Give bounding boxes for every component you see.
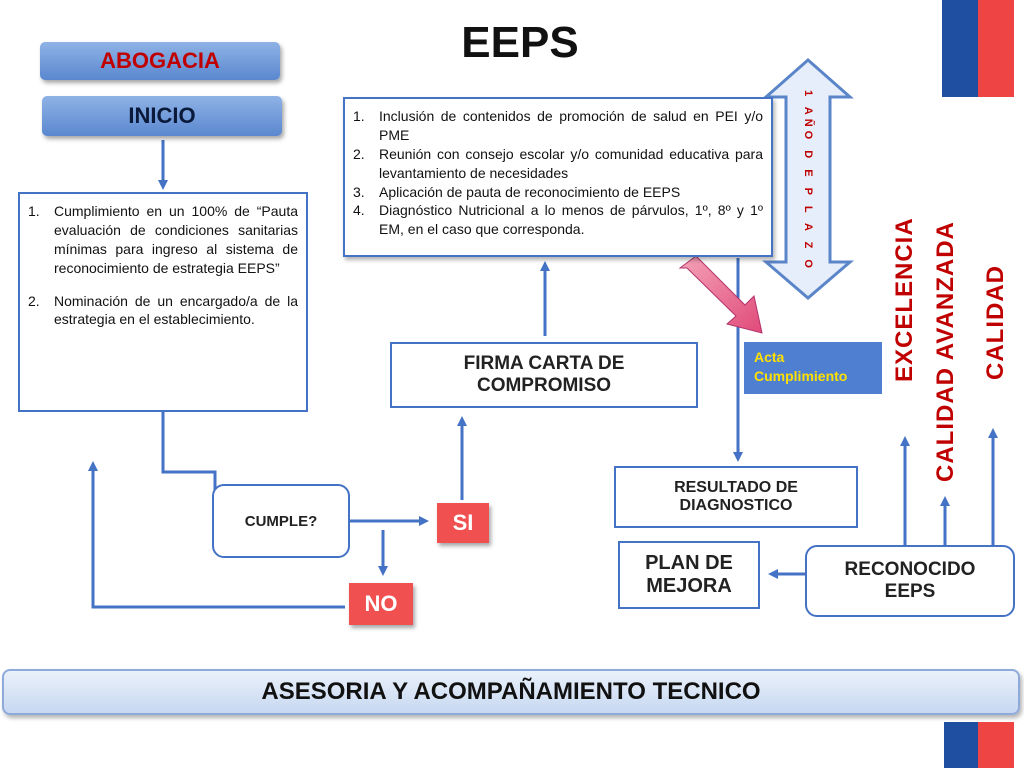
flag-blue-top — [942, 0, 978, 97]
arrow-no-loop — [88, 461, 345, 609]
initial-requirements-list: Cumplimiento en un 100% de “Pauta evalua… — [22, 202, 298, 329]
initial-requirements-box: Cumplimiento en un 100% de “Pauta evalua… — [18, 192, 308, 412]
resultado-diagnostico-box: RESULTADO DE DIAGNOSTICO — [614, 466, 858, 528]
calidad-label: CALIDAD — [982, 265, 1009, 380]
page-title: EEPS — [461, 18, 579, 67]
flag-red-top — [978, 0, 1014, 97]
excelencia-label: EXCELENCIA — [891, 217, 918, 382]
flag-blue-bottom — [944, 722, 978, 768]
plazo-label: 1 AÑO D E P L A Z O — [802, 90, 814, 272]
plan-mejora-box: PLAN DE MEJORA — [618, 541, 760, 609]
abogacia-label: ABOGACIA — [40, 42, 280, 80]
firma-carta-box: FIRMA CARTA DE COMPROMISO — [390, 342, 698, 408]
list-item: Aplicación de pauta de reconocimiento de… — [353, 183, 681, 202]
cumple-decision: CUMPLE? — [212, 484, 350, 558]
flag-red-bottom — [978, 722, 1014, 768]
list-item: Cumplimiento en un 100% de “Pauta evalua… — [28, 202, 298, 276]
reconocido-eeps-box: RECONOCIDO EEPS — [805, 545, 1015, 617]
list-item: Diagnóstico Nutricional a lo menos de pá… — [353, 201, 763, 238]
list-item: Nominación de un encargado/a de la estra… — [28, 292, 298, 328]
list-item: Reunión con consejo escolar y/o comunida… — [353, 145, 763, 181]
si-tag: SI — [437, 503, 489, 543]
pink-diagonal-arrow — [678, 255, 763, 334]
asesoria-banner: ASESORIA Y ACOMPAÑAMIENTO TECNICO — [2, 669, 1020, 715]
no-tag: NO — [349, 583, 413, 625]
plazo-double-arrow — [761, 58, 855, 300]
requirements-box: Inclusión de contenidos de promoción de … — [343, 97, 773, 257]
requirements-list: Inclusión de contenidos de promoción de … — [347, 107, 763, 239]
acta-cumplimiento-box: Acta Cumplimiento — [744, 342, 882, 394]
arrow-list-to-cumple — [161, 412, 217, 490]
list-item: Inclusión de contenidos de promoción de … — [353, 107, 763, 143]
plazo-label-wrap: 1 AÑO D E P L A Z O — [800, 90, 816, 272]
inicio-label: INICIO — [42, 96, 282, 136]
calidad-avanzada-label: CALIDAD AVANZADA — [932, 221, 959, 482]
